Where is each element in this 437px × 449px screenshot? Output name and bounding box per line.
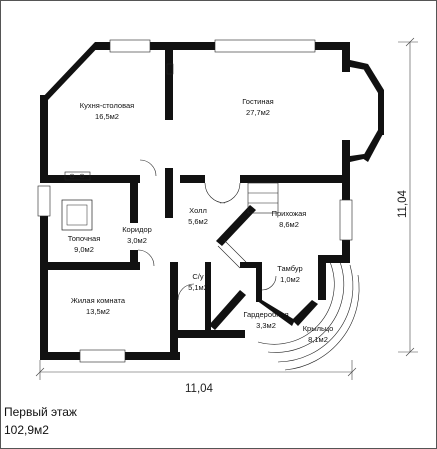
width-dimension: 11,04 <box>185 383 214 395</box>
room-5-name: Коридор <box>122 225 152 234</box>
windows <box>37 39 353 363</box>
room-2-area: 5,6м2 <box>188 217 208 226</box>
room-7-area: 1,0м2 <box>280 275 300 284</box>
room-6-area: 5,1м2 <box>188 283 208 292</box>
door-swings <box>137 159 277 301</box>
room-9-area: 8,1м2 <box>308 335 328 344</box>
room-3-area: 8,6м2 <box>279 220 299 229</box>
room-0-name: Кухня-столовая <box>80 101 134 110</box>
room-3-name: Прихожая <box>272 209 307 218</box>
staircase <box>217 182 279 269</box>
room-10-area: 13,5м2 <box>86 307 110 316</box>
fixtures <box>61 63 174 231</box>
room-0-area: 16,5м2 <box>95 112 119 121</box>
room-10-name: Жилая комната <box>71 296 126 305</box>
room-6-name: С/у <box>192 272 204 281</box>
room-5-area: 3,0м2 <box>127 236 147 245</box>
room-4-area: 9,0м2 <box>74 245 94 254</box>
room-4-name: Топочная <box>68 234 101 243</box>
room-9-name: Крыльцо <box>303 324 334 333</box>
room-2-name: Холл <box>189 206 207 215</box>
porch-steps <box>257 261 360 371</box>
floor-total-area: 102,9м2 <box>4 423 49 437</box>
room-1-area: 27,7м2 <box>246 108 270 117</box>
floor-title: Первый этаж <box>4 405 77 419</box>
room-7-name: Тамбур <box>277 264 302 273</box>
room-8-name: Гардеробная <box>243 310 288 319</box>
room-8-area: 3,3м2 <box>256 321 276 330</box>
depth-dimension: 11,04 <box>397 189 409 218</box>
room-1-name: Гостиная <box>242 97 273 106</box>
dimension-lines <box>35 37 418 380</box>
